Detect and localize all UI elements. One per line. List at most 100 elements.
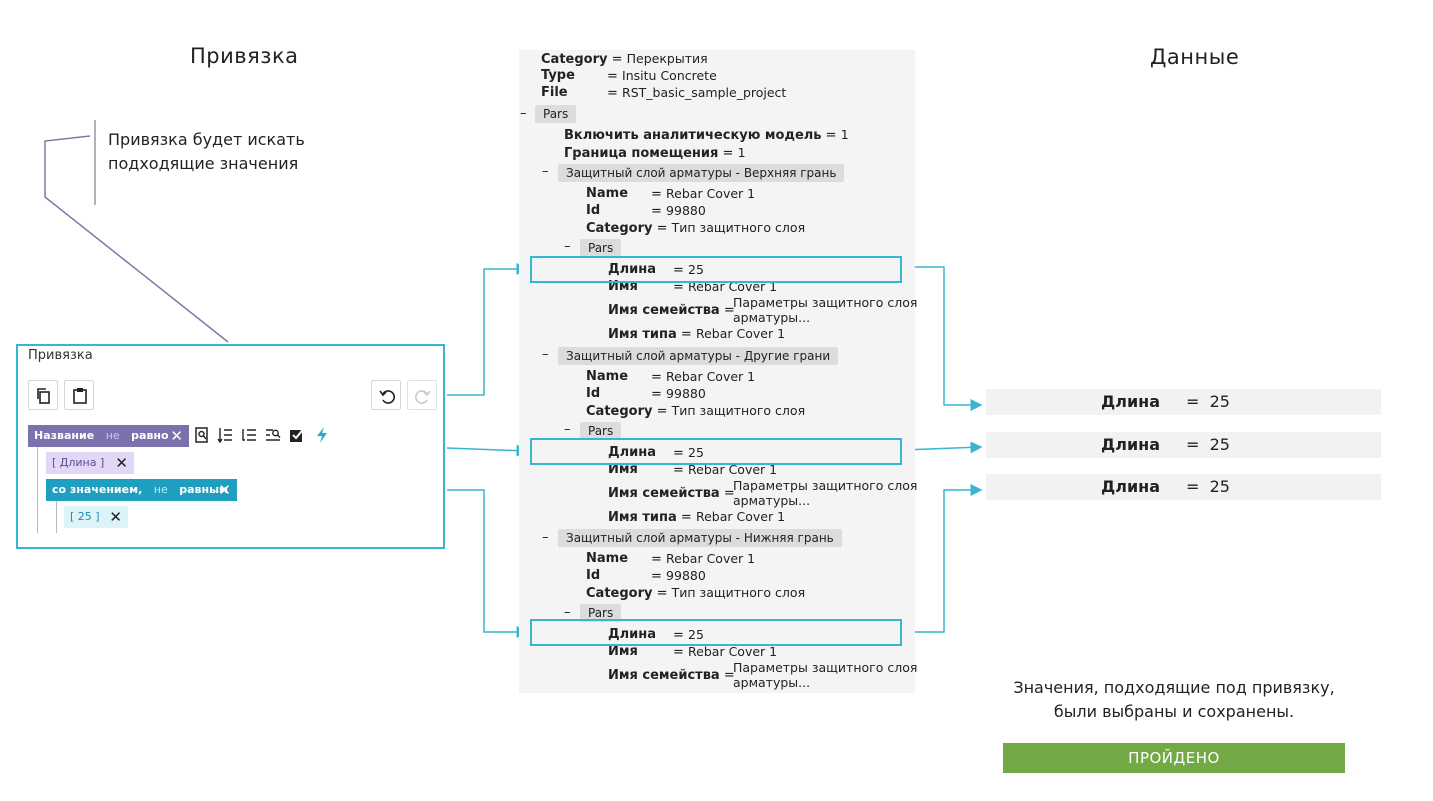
callout-line: подходящие значения <box>108 154 299 173</box>
tree-row: Category = Тип защитного слоя <box>586 585 806 601</box>
collapse-toggle[interactable]: – <box>520 106 527 121</box>
pars-node[interactable]: Pars <box>580 422 622 440</box>
tree-row: Id <box>586 568 601 583</box>
tree-row: Имя типа = Rebar Cover 1 <box>608 326 786 342</box>
data-tree <box>519 50 915 693</box>
collapse-toggle[interactable]: – <box>542 164 549 179</box>
group-node[interactable]: Защитный слой арматуры - Верхняя грань <box>558 164 845 182</box>
undo-icon <box>379 390 395 404</box>
callout-line: Привязка будет искать <box>108 130 305 149</box>
group-node[interactable]: Защитный слой арматуры - Другие грани <box>558 347 839 365</box>
tree-row: = Insitu Concrete <box>607 68 717 84</box>
tree-row: Category = Тип защитного слоя <box>586 403 806 419</box>
tree-row: = 99880 <box>651 386 706 402</box>
tree-row: Type <box>541 68 575 83</box>
value-25-chip-label: [ 25 ] <box>70 510 100 523</box>
tree-row: Name <box>586 551 629 566</box>
pars-node[interactable]: Pars <box>580 604 622 622</box>
match-highlight <box>530 438 902 465</box>
tree-row: Граница помещения = 1 <box>564 145 746 161</box>
arrow-to-match-3 <box>447 489 529 638</box>
tree-row: Name <box>586 186 629 201</box>
pars-node[interactable]: Pars <box>535 105 577 123</box>
value-filter-op: равным <box>179 483 229 496</box>
close-icon[interactable]: ✕ <box>115 454 128 472</box>
passed-status-badge: ПРОЙДЕНО <box>1003 743 1345 773</box>
callout-connector <box>44 135 229 343</box>
value-filter-chip[interactable]: со значением, не равным ✕ <box>46 479 237 501</box>
value-filter-neg: не <box>153 483 168 496</box>
tree-row: Включить аналитическую модель = 1 <box>564 127 849 143</box>
tree-row: = Rebar Cover 1 <box>651 369 756 385</box>
match-highlight <box>530 619 902 646</box>
tree-row: Длина <box>608 445 656 460</box>
tree-row: Имя <box>608 644 638 659</box>
tree-row: Имя <box>608 462 638 477</box>
caption-line: были выбраны и сохранены. <box>1053 702 1295 721</box>
tree-row: = 25 <box>673 627 704 643</box>
tree-row: = 25 <box>673 445 704 461</box>
tree-row: = RST_basic_sample_project <box>607 85 787 101</box>
tree-row: = Rebar Cover 1 <box>651 551 756 567</box>
arrow-to-result-1 <box>903 266 983 411</box>
close-icon[interactable]: ✕ <box>218 481 231 499</box>
tree-row: Длина <box>608 262 656 277</box>
group-node[interactable]: Защитный слой арматуры - Нижняя грань <box>558 529 842 547</box>
left-title: Привязка <box>190 44 299 68</box>
arrow-to-match-2 <box>446 444 529 457</box>
name-filter-chip[interactable]: Название не равно ✕ <box>28 425 189 447</box>
search-list-icon[interactable] <box>265 427 281 443</box>
match-highlight <box>530 256 902 283</box>
tree-row: = 25 <box>673 262 704 278</box>
arrow-to-match-1 <box>447 263 529 396</box>
arrow-to-result-2 <box>902 441 983 454</box>
lightning-icon[interactable] <box>314 427 330 443</box>
list-icon[interactable] <box>241 427 257 443</box>
pars-node[interactable]: Pars <box>580 239 622 257</box>
sort-icon[interactable] <box>217 427 233 443</box>
collapse-toggle[interactable]: – <box>564 422 571 437</box>
filter-tree-line <box>37 447 38 533</box>
tree-row: = 99880 <box>651 568 706 584</box>
tree-row: Category = Тип защитного слоя <box>586 220 806 236</box>
collapse-toggle[interactable]: – <box>564 239 571 254</box>
length-chip[interactable]: [ Длина ] ✕ <box>46 452 134 474</box>
tree-row: Имя семейства = <box>608 668 735 683</box>
result-caption: Значения, подходящие под привязку, были … <box>994 676 1354 724</box>
find-icon[interactable] <box>194 427 210 443</box>
name-filter-op: равно <box>131 429 169 442</box>
paste-button[interactable] <box>64 380 94 410</box>
copy-button[interactable] <box>28 380 58 410</box>
paste-icon <box>73 388 87 404</box>
result-row: Длина= 25 <box>986 389 1381 415</box>
filter-tree-line <box>56 501 57 533</box>
copy-icon <box>37 388 50 404</box>
undo-button[interactable] <box>371 380 401 410</box>
collapse-toggle[interactable]: – <box>542 347 549 362</box>
panel-title: Привязка <box>28 348 93 363</box>
tree-row: Category = Перекрытия <box>541 51 708 67</box>
arrow-to-result-3 <box>903 484 983 633</box>
value-25-chip[interactable]: [ 25 ] ✕ <box>64 506 128 528</box>
tree-row: = Rebar Cover 1 <box>651 186 756 202</box>
tree-row: Имя семейства = <box>608 486 735 501</box>
value-filter-label: со значением, <box>52 483 143 496</box>
checkbox-icon[interactable] <box>289 427 305 443</box>
redo-button[interactable] <box>407 380 437 410</box>
tree-row: Длина <box>608 627 656 642</box>
collapse-toggle[interactable]: – <box>564 605 571 620</box>
collapse-toggle[interactable]: – <box>542 530 549 545</box>
redo-icon <box>415 390 431 404</box>
callout-text: Привязка будет искать подходящие значени… <box>108 128 305 176</box>
tree-row: Имя семейства = <box>608 303 735 318</box>
right-title: Данные <box>1150 45 1240 69</box>
close-icon[interactable]: ✕ <box>170 427 183 445</box>
close-icon[interactable]: ✕ <box>109 508 122 526</box>
tree-row: = 99880 <box>651 203 706 219</box>
name-filter-neg: не <box>105 429 120 442</box>
tree-row: Id <box>586 203 601 218</box>
tree-row: = Rebar Cover 1 <box>673 644 778 660</box>
